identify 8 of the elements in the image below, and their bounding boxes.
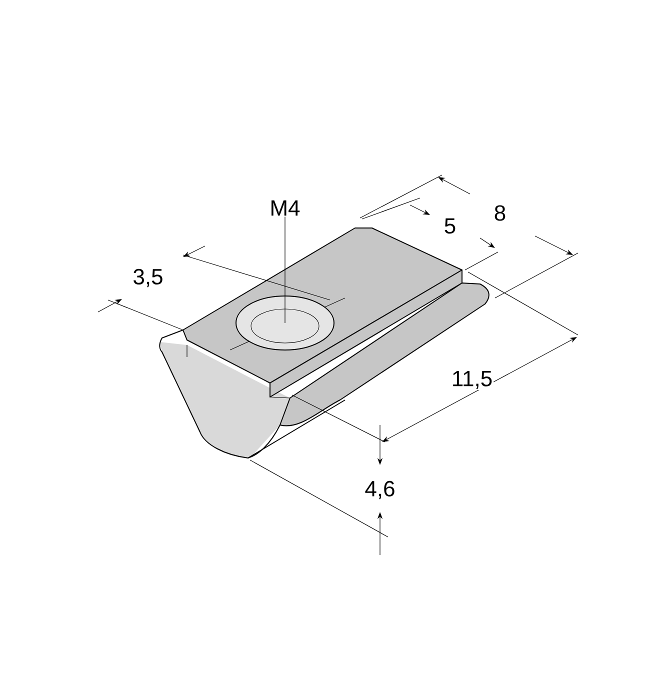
dimension-label: 4,6 <box>364 480 396 500</box>
dimension-label: 3,5 <box>132 268 164 288</box>
dimension-label: 8 <box>492 204 508 222</box>
threaded-hole <box>236 296 334 350</box>
leader-line <box>284 216 286 324</box>
dimension-label: 11,5 <box>450 370 494 390</box>
dimension-label: 5 <box>442 217 458 235</box>
thread-label: M4 <box>272 200 300 216</box>
